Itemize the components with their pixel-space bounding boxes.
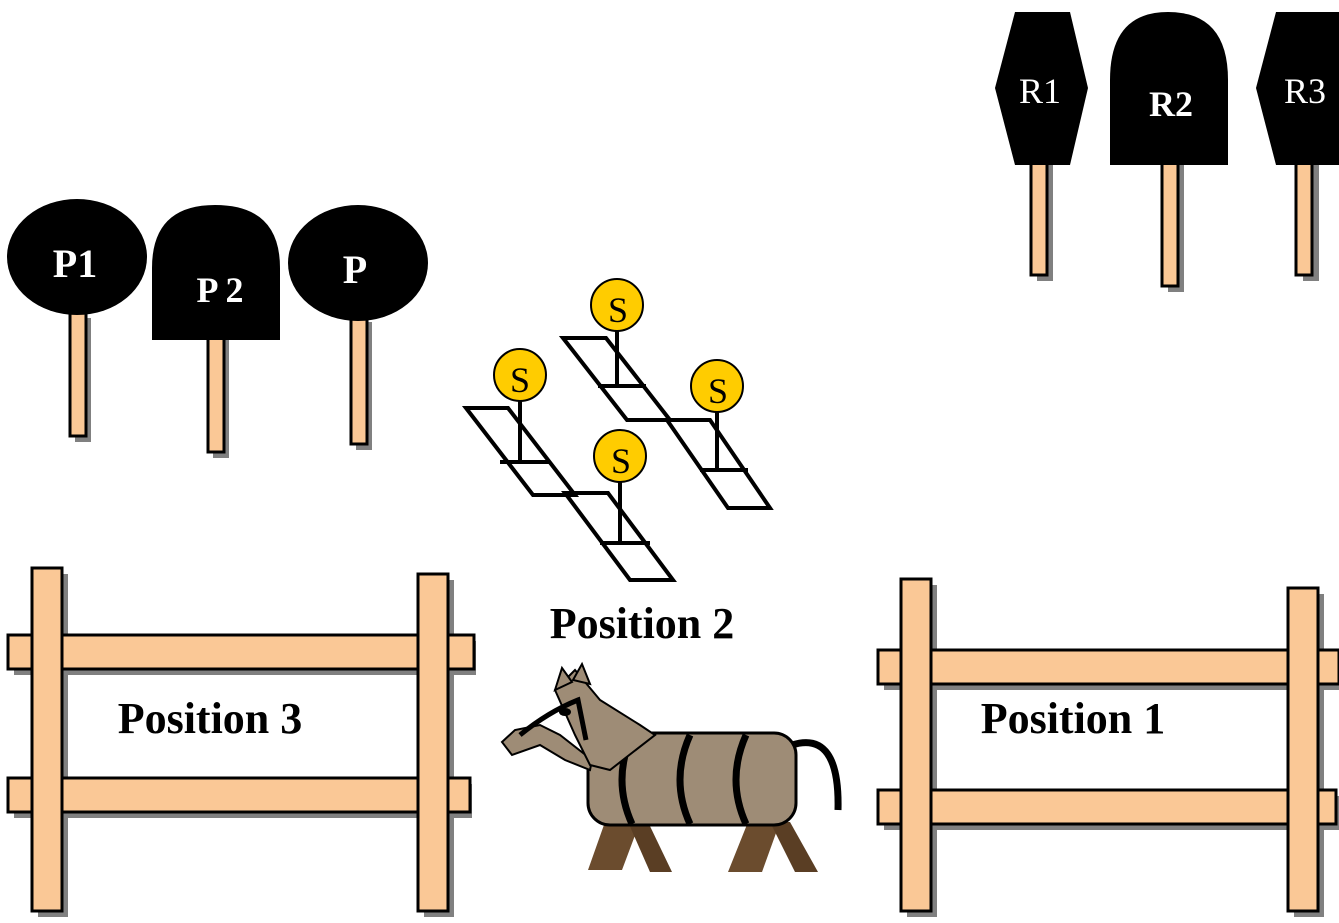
sign-p1: P1 — [7, 199, 147, 442]
sign-r2-label: R2 — [1149, 84, 1193, 124]
stand-marker-1-label: S — [510, 360, 530, 400]
stand-1 — [461, 395, 580, 497]
stand-4 — [561, 478, 677, 582]
stand-marker-2-label: S — [608, 290, 628, 330]
stand-marker-3: S — [690, 359, 744, 413]
sign-r2: R2 — [1110, 12, 1228, 292]
fence-left-post-1 — [30, 566, 64, 913]
sign-r3-label: R3 — [1284, 71, 1326, 111]
position-2-label: Position 2 — [550, 599, 735, 648]
stand-marker-3-label: S — [708, 371, 728, 411]
fence-right-bottom-rail — [876, 788, 1338, 826]
fence-right-post-1 — [899, 577, 933, 913]
sign-r2-face — [1110, 12, 1228, 165]
stand-group — [461, 325, 774, 582]
sign-p2-face — [152, 205, 280, 340]
stand-2 — [558, 325, 675, 422]
sign-p1-label: P1 — [53, 241, 97, 286]
vaulting-barrel-horse-icon — [500, 661, 842, 872]
stand-marker-4-label: S — [611, 441, 631, 481]
fence-left — [6, 566, 476, 917]
stand-3 — [663, 405, 774, 510]
sign-r1-face — [995, 12, 1088, 165]
position-1-label: Position 1 — [981, 694, 1166, 743]
sign-p1-face — [7, 199, 147, 315]
fence-left-top-rail — [6, 633, 476, 671]
sign-r3-face — [1256, 12, 1339, 165]
sign-r1-label: R1 — [1019, 71, 1061, 111]
sign-p2-label: P 2 — [196, 270, 243, 310]
fence-right-post-2 — [1286, 586, 1320, 913]
fence-right — [876, 577, 1339, 917]
stand-marker-4: S — [593, 429, 647, 483]
stand-markers: S S S S — [493, 278, 744, 483]
fence-right-top-rail — [876, 648, 1339, 686]
position-3-label: Position 3 — [118, 694, 303, 743]
fence-left-bottom-rail — [6, 776, 472, 814]
sign-p3-label: P — [343, 247, 367, 292]
sign-p3: P — [288, 205, 428, 450]
sign-r1: R1 — [995, 12, 1088, 281]
stand-marker-2: S — [590, 278, 644, 332]
fence-left-post-2 — [416, 572, 450, 913]
sign-r3: R3 — [1256, 12, 1339, 281]
sign-p2: P 2 — [152, 205, 280, 458]
stand-marker-1: S — [493, 348, 547, 402]
sign-p3-face — [288, 205, 428, 321]
